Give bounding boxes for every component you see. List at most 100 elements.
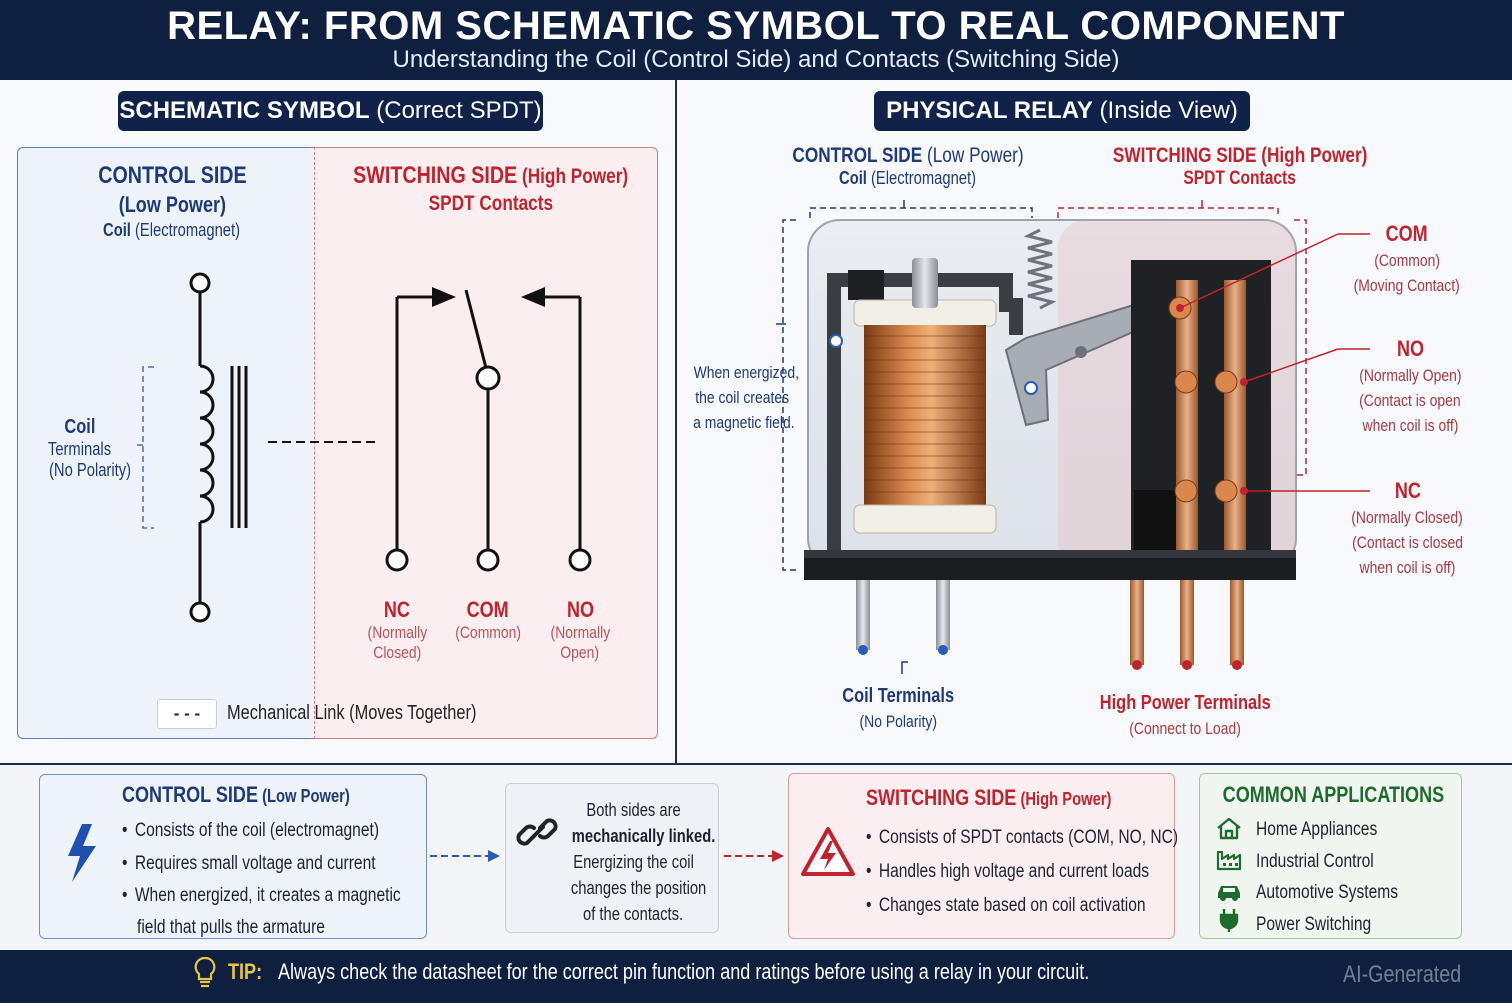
app-power: Power Switching [1256,914,1372,936]
link-text: Both sides are mechanically linked. Ener… [556,798,715,928]
coil-terminals-caption: Coil Terminals (No Polarity) [818,684,978,735]
relay-illustration [776,200,1370,674]
com-callout-line1: (Common) [1374,251,1440,270]
applications-list: Home Appliances Industrial Control Autom… [1256,815,1429,942]
control-bullets: Consists of the coil (electromagnet) Req… [122,815,462,944]
nc-name: NC [383,597,411,622]
factory-icon [1216,850,1242,871]
applications-panel [1199,773,1462,939]
iron-core [912,258,938,308]
chain-link-icon [516,818,558,846]
phys-switch-bold: SWITCHING SIDE [1112,144,1257,167]
schematic-control-panel [17,147,314,739]
schematic-section-pill: SCHEMATIC SYMBOL (Correct SPDT) [118,91,543,131]
switching-bullet-1: Consists of SPDT contacts (COM, NO, NC) [866,821,1178,854]
page-title: RELAY: FROM SCHEMATIC SYMBOL TO REAL COM… [167,4,1345,48]
tip-footer [0,950,1512,1003]
high-voltage-warning-icon [801,827,855,876]
schematic-switch-bold: SWITCHING SIDE [353,162,518,189]
schematic-pill-bold: SCHEMATIC SYMBOL [119,97,370,124]
phys-coil-bold: Coil [839,168,868,188]
com-name: COM [466,597,510,622]
hp-pin-3 [1230,580,1244,665]
section-divider [675,80,677,765]
return-spring [1023,228,1057,310]
nc-callout-line2: (Contact is closed [1352,533,1463,552]
house-icon [1217,817,1241,840]
hp-terminals-caption-sub: (Connect to Load) [1129,719,1241,738]
applications-title: COMMON APPLICATIONS [1222,782,1445,807]
schematic-switching-heading: SWITCHING SIDE (High Power) SPDT Contact… [318,162,664,216]
physical-switching-title: SWITCHING SIDE (High Power) [1113,144,1367,168]
yoke-frame [827,273,1023,550]
coil-label: Coil [64,416,96,438]
mechanical-link-panel [505,783,719,933]
switching-side-bracket-right [1294,219,1307,476]
com-callout-name: COM [1385,221,1429,246]
nc-line1: (Normally [367,623,427,642]
nc-callout-line3: when coil is off) [1359,558,1456,577]
phys-control-rest: (Low Power) [922,144,1024,167]
control-side-bracket-top [809,207,1033,218]
coil-terminals-bracket [136,366,154,529]
energized-line3: a magnetic field. [693,413,795,432]
no-callout-line1: (Normally Open) [1358,366,1462,385]
hp-terminals-caption: High Power Terminals (Connect to Load) [1080,691,1290,742]
link-line5: of the contacts. [583,904,684,924]
contact-label-nc: NC (Normally Closed) [357,597,437,663]
hp-terminals-caption-title: High Power Terminals [1099,692,1271,714]
tip-label: TIP: [228,959,263,984]
no-callout-line3: when coil is off) [1362,416,1458,435]
schematic-control-power: (Low Power) [118,192,226,217]
switching-panel-title: SWITCHING SIDE (High Power) [866,785,1111,811]
schematic-pill-rest: (Correct SPDT) [369,97,542,124]
contact-label-com: COM (Common) [448,597,528,643]
phys-switch-rest: (High Power) [1256,144,1368,167]
com-line1: (Common) [455,623,522,642]
header-banner: RELAY: FROM SCHEMATIC SYMBOL TO REAL COM… [0,0,1512,80]
schematic-switch-rest: (High Power) [517,165,629,188]
no-callout: NO (Normally Open) (Contact is open when… [1335,337,1485,439]
app-industrial: Industrial Control [1256,850,1374,872]
contact-label-no: NO (Normally Open) [540,597,620,663]
energized-line2: the coil creates [695,388,789,407]
arrow-to-switching-icon [724,850,784,862]
coil-pin-right [936,580,950,650]
app-automotive: Automotive Systems [1256,882,1399,904]
physical-control-heading: CONTROL SIDE (Low Power) Coil (Electroma… [748,144,1068,189]
spdt-contacts [385,287,592,572]
physical-control-title: CONTROL SIDE (Low Power) [792,144,1023,168]
control-panel-title-rest: (Low Power) [257,786,350,806]
no-callout-line2: (Contact is open [1359,391,1461,410]
no-line1: (Normally [550,623,610,642]
coil-pin-left [856,580,870,650]
nc-callout-name: NC [1394,478,1421,503]
com-callout-line2: (Moving Contact) [1353,276,1461,295]
phys-coil-rest: (Electromagnet) [867,168,977,188]
schematic-switching-title: SWITCHING SIDE (High Power) [353,162,628,190]
nc-line2: Closed) [372,643,422,662]
car-icon [1218,886,1240,901]
schematic-control-coil: Coil (Electromagnet) [104,220,241,241]
app-home: Home Appliances [1256,819,1378,840]
lightning-icon [68,824,96,882]
coil-terminals-caption-title: Coil Terminals [842,685,954,707]
hp-pin-2 [1180,580,1194,665]
coil-polarity: (No Polarity) [49,460,132,480]
control-panel-title-bold: CONTROL SIDE [122,782,258,807]
control-bullet-3: When energized, it creates a magnetic [122,880,401,912]
switching-bullet-3: Changes state based on coil activation [866,889,1146,922]
schematic-coil-rest: (Electromagnet) [131,220,241,240]
tip-text: Always check the datasheet for the corre… [278,959,1090,984]
coil-terminals-label: Coil Terminals (No Polarity) [40,416,131,481]
copper-coil [864,325,986,510]
schematic-control-heading: CONTROL SIDE (Low Power) Coil (Electroma… [17,162,327,241]
physical-section-pill: PHYSICAL RELAY (Inside View) [874,91,1250,131]
control-bullet-1: Consists of the coil (electromagnet) [122,815,379,847]
no-callout-name: NO [1396,336,1424,361]
physical-switching-sub: SPDT Contacts [1183,168,1297,189]
nc-callout: NC (Normally Closed) (Contact is closed … [1330,479,1485,581]
switching-bullets: Consists of SPDT contacts (COM, NO, NC) … [866,821,1247,923]
nc-callout-line1: (Normally Closed) [1351,508,1464,527]
link-line1: Both sides are [586,800,681,820]
